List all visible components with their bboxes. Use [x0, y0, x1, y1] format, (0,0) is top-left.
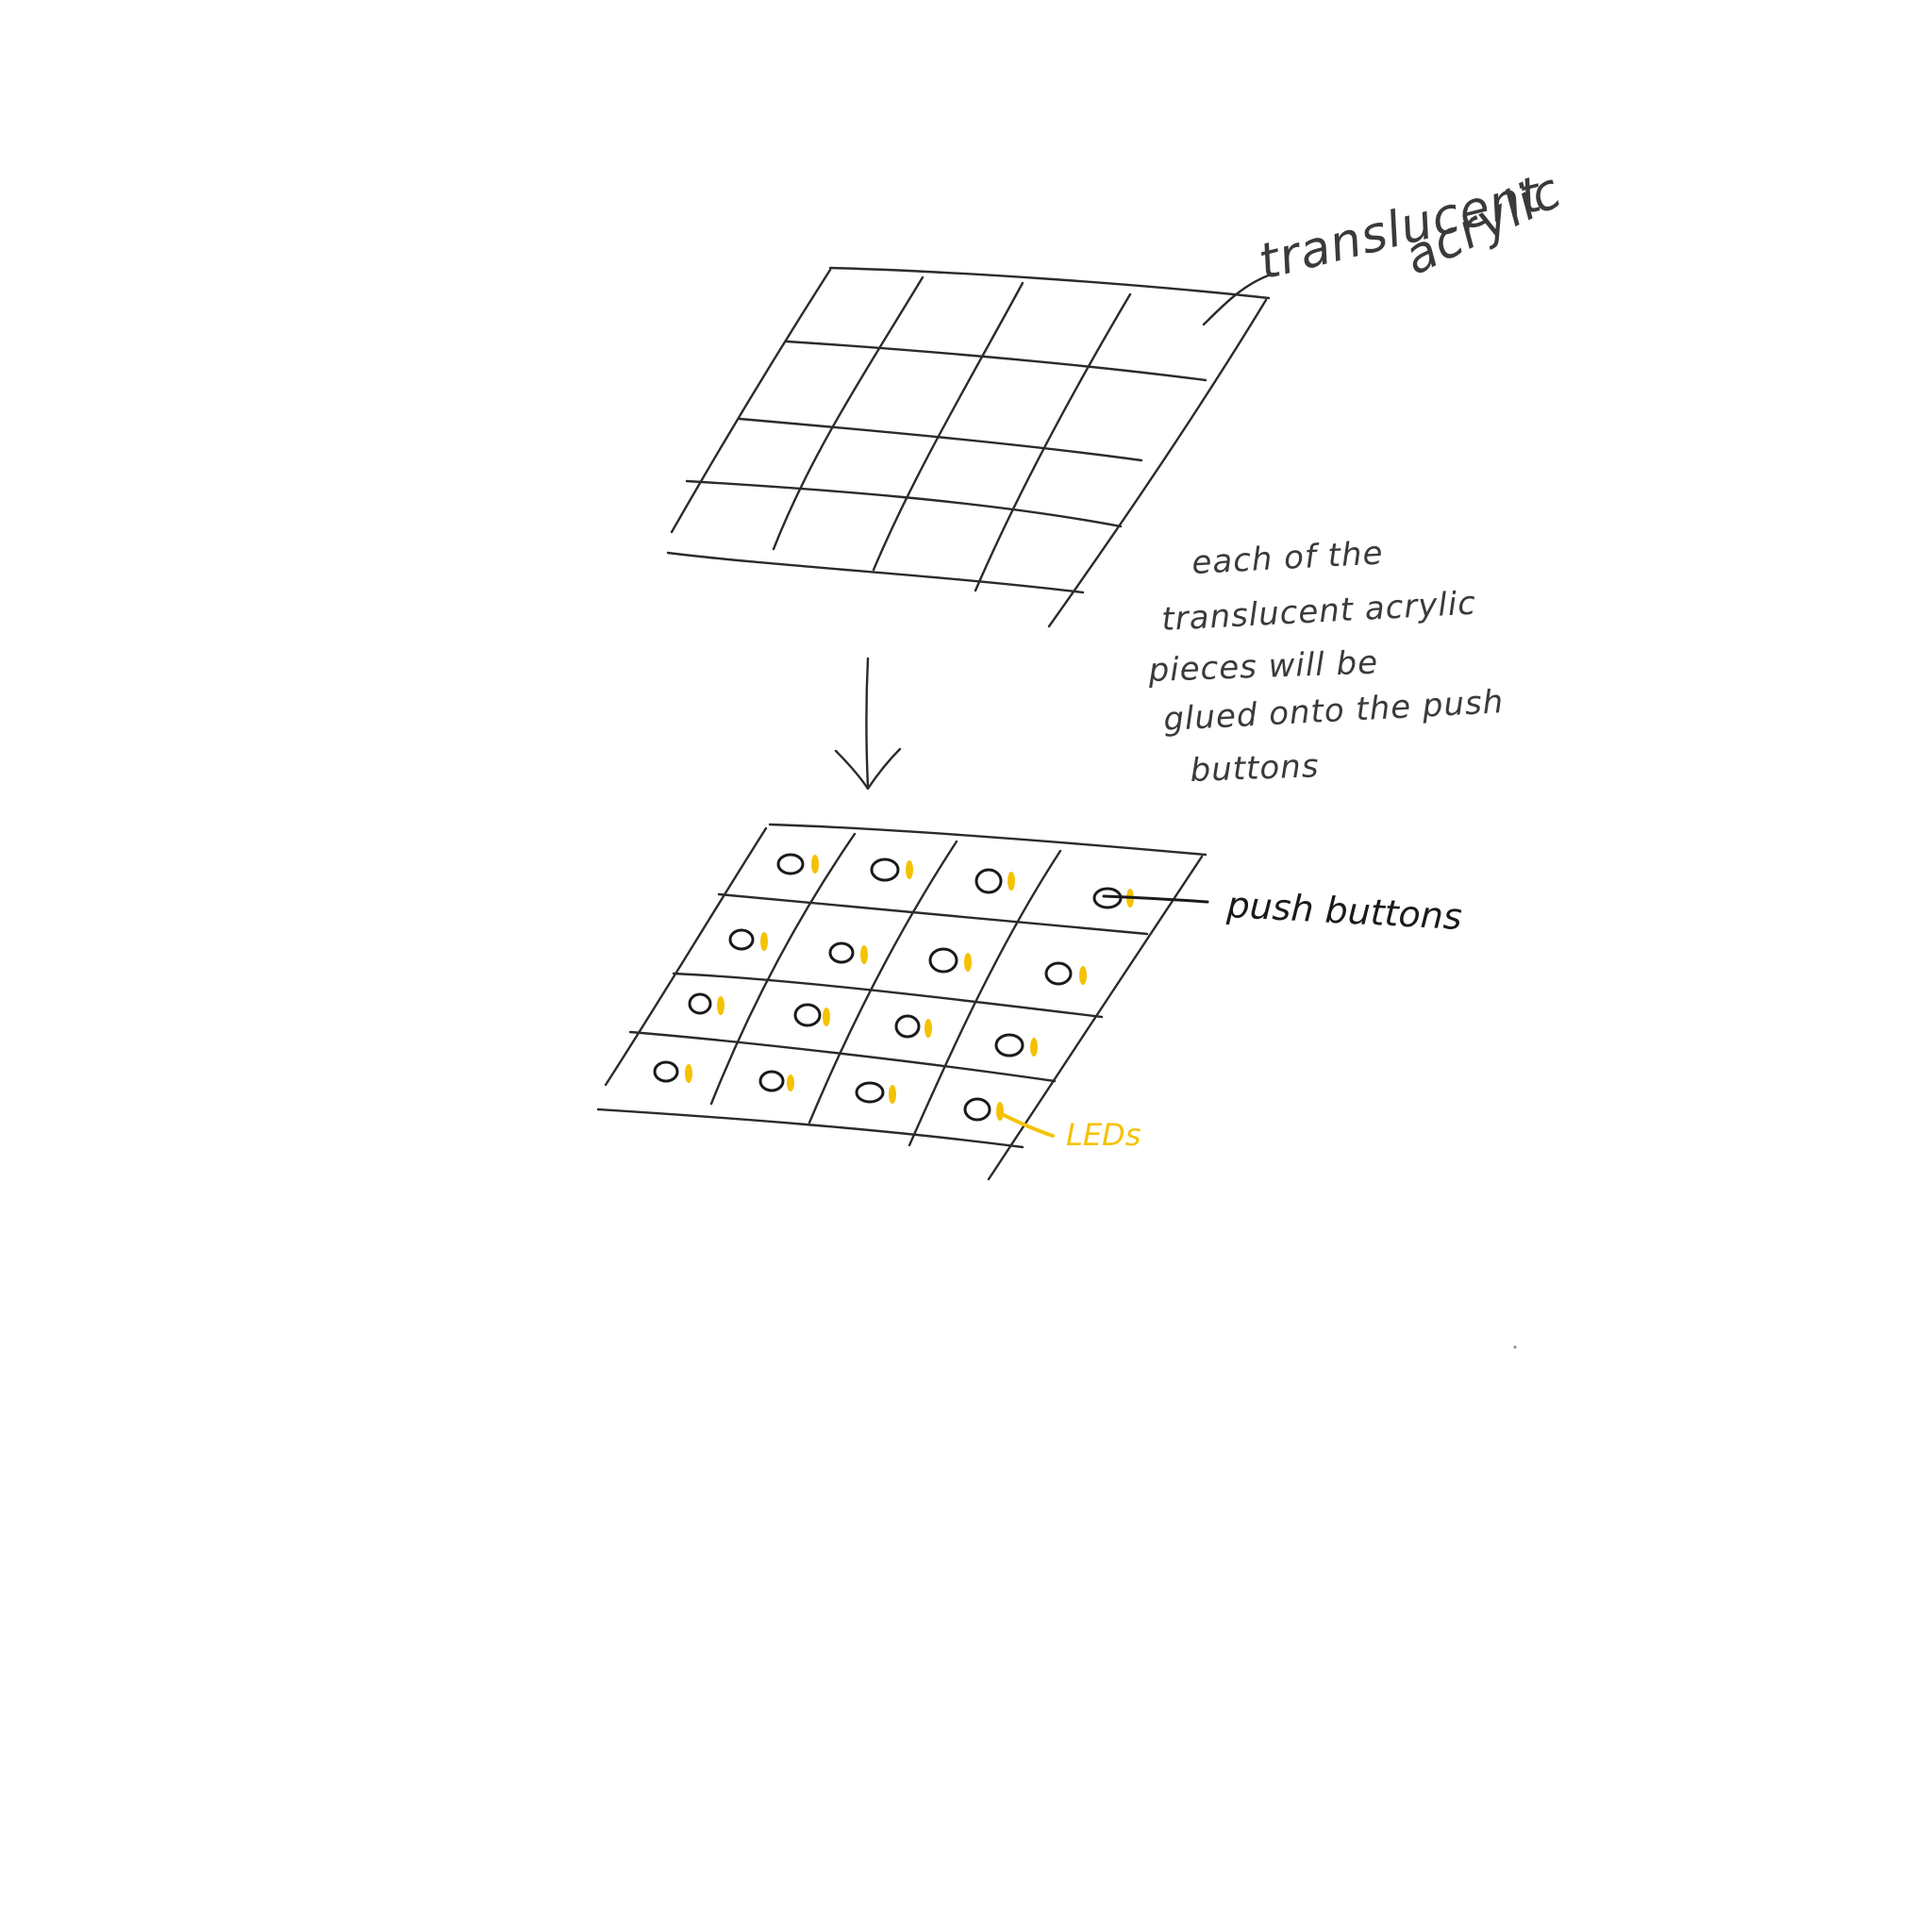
button-cell [974, 868, 1015, 894]
button-grid-row-divider-2 [672, 972, 1104, 1019]
button-cell [688, 992, 724, 1015]
push-button-icon [870, 858, 900, 882]
button-grid-col-divider-2 [808, 840, 958, 1124]
led-icon [717, 996, 724, 1015]
push-button-icon [928, 947, 958, 974]
acrylic-grid-right-edge [1047, 298, 1268, 628]
button-cell [1044, 961, 1087, 986]
led-icon [823, 1008, 830, 1026]
note-line-1: each of the [1191, 534, 1384, 582]
button-cell [728, 928, 768, 951]
acrylic-grid [666, 266, 1271, 628]
push-button-icon [758, 1070, 785, 1092]
button-grid-col-divider-3 [908, 849, 1062, 1147]
acrylic-grid-col-divider-3 [974, 292, 1132, 592]
acrylic-grid-col-divider-2 [872, 281, 1024, 572]
push-button-icon [688, 992, 712, 1015]
button-cell [894, 1014, 932, 1039]
down-arrow-icon [834, 657, 902, 791]
leds-label: LEDs [1066, 1117, 1141, 1153]
push-button-icon [793, 1003, 822, 1027]
button-grid-row-divider-1 [717, 892, 1149, 936]
led-icon [787, 1074, 794, 1091]
button-cell [994, 1033, 1038, 1058]
button-grid-bottom-edge [596, 1108, 1024, 1149]
button-cell [870, 858, 913, 882]
acrylic-grid-col-divider-1 [772, 275, 924, 551]
push-button-icon [653, 1060, 679, 1083]
button-cells [653, 853, 1134, 1122]
push-button-icon [1044, 961, 1073, 986]
push-buttons-label: push buttons [1225, 884, 1463, 938]
note-line-2: translucent acrylic [1160, 585, 1477, 639]
button-cell [828, 941, 868, 964]
push-buttons-leader-line [1102, 894, 1209, 904]
note-line-3: pieces will be [1147, 644, 1379, 691]
led-icon [760, 932, 768, 951]
button-cell [793, 1003, 830, 1027]
led-icon [1079, 966, 1087, 985]
acrylic-grid-left-edge [670, 268, 832, 534]
acrylic-grid-top-edge [828, 266, 1271, 300]
push-button-icon [776, 853, 805, 875]
leds-leader-line [998, 1111, 1055, 1138]
button-cell [758, 1070, 794, 1092]
acrylic-grid-bottom-edge [666, 551, 1085, 594]
note-line-5: buttons [1190, 747, 1320, 790]
push-button-icon [963, 1097, 991, 1122]
button-grid-row-divider-3 [628, 1030, 1057, 1083]
button-grid-top-edge [768, 823, 1208, 857]
acrylic-label: translucent acrylic [1254, 162, 1571, 291]
push-button-icon [994, 1033, 1024, 1058]
led-icon [860, 945, 868, 964]
button-cell [928, 947, 972, 974]
led-icon [811, 855, 819, 874]
button-cell [855, 1081, 896, 1104]
led-icon [964, 953, 972, 972]
push-button-icon [894, 1014, 921, 1039]
push-button-icon [728, 928, 755, 951]
button-cell [776, 853, 819, 875]
led-icon [685, 1064, 692, 1083]
button-grid-col-divider-1 [709, 832, 857, 1106]
led-icon [1030, 1038, 1038, 1057]
acrylic-leader-line [1202, 272, 1275, 326]
led-icon [889, 1085, 896, 1104]
note-line-4: glued onto the push [1162, 683, 1505, 739]
button-grid-left-edge [604, 826, 768, 1087]
button-cell [653, 1060, 692, 1083]
acrylic-grid-row-divider-3 [685, 479, 1123, 528]
button-cell [963, 1097, 1004, 1122]
acrylic-grid-row-divider-2 [738, 417, 1143, 462]
led-icon [924, 1019, 932, 1038]
led-icon [1008, 872, 1015, 891]
acrylic-grid-row-divider-1 [785, 340, 1208, 382]
stray-mark [1513, 1345, 1517, 1349]
led-icon [996, 1102, 1004, 1121]
push-button-icon [828, 941, 855, 964]
led-icon [906, 860, 913, 879]
push-button-icon [855, 1081, 885, 1104]
push-button-icon [974, 868, 1003, 894]
assembly-note: each of the translucent acrylic pieces w… [1147, 534, 1505, 790]
